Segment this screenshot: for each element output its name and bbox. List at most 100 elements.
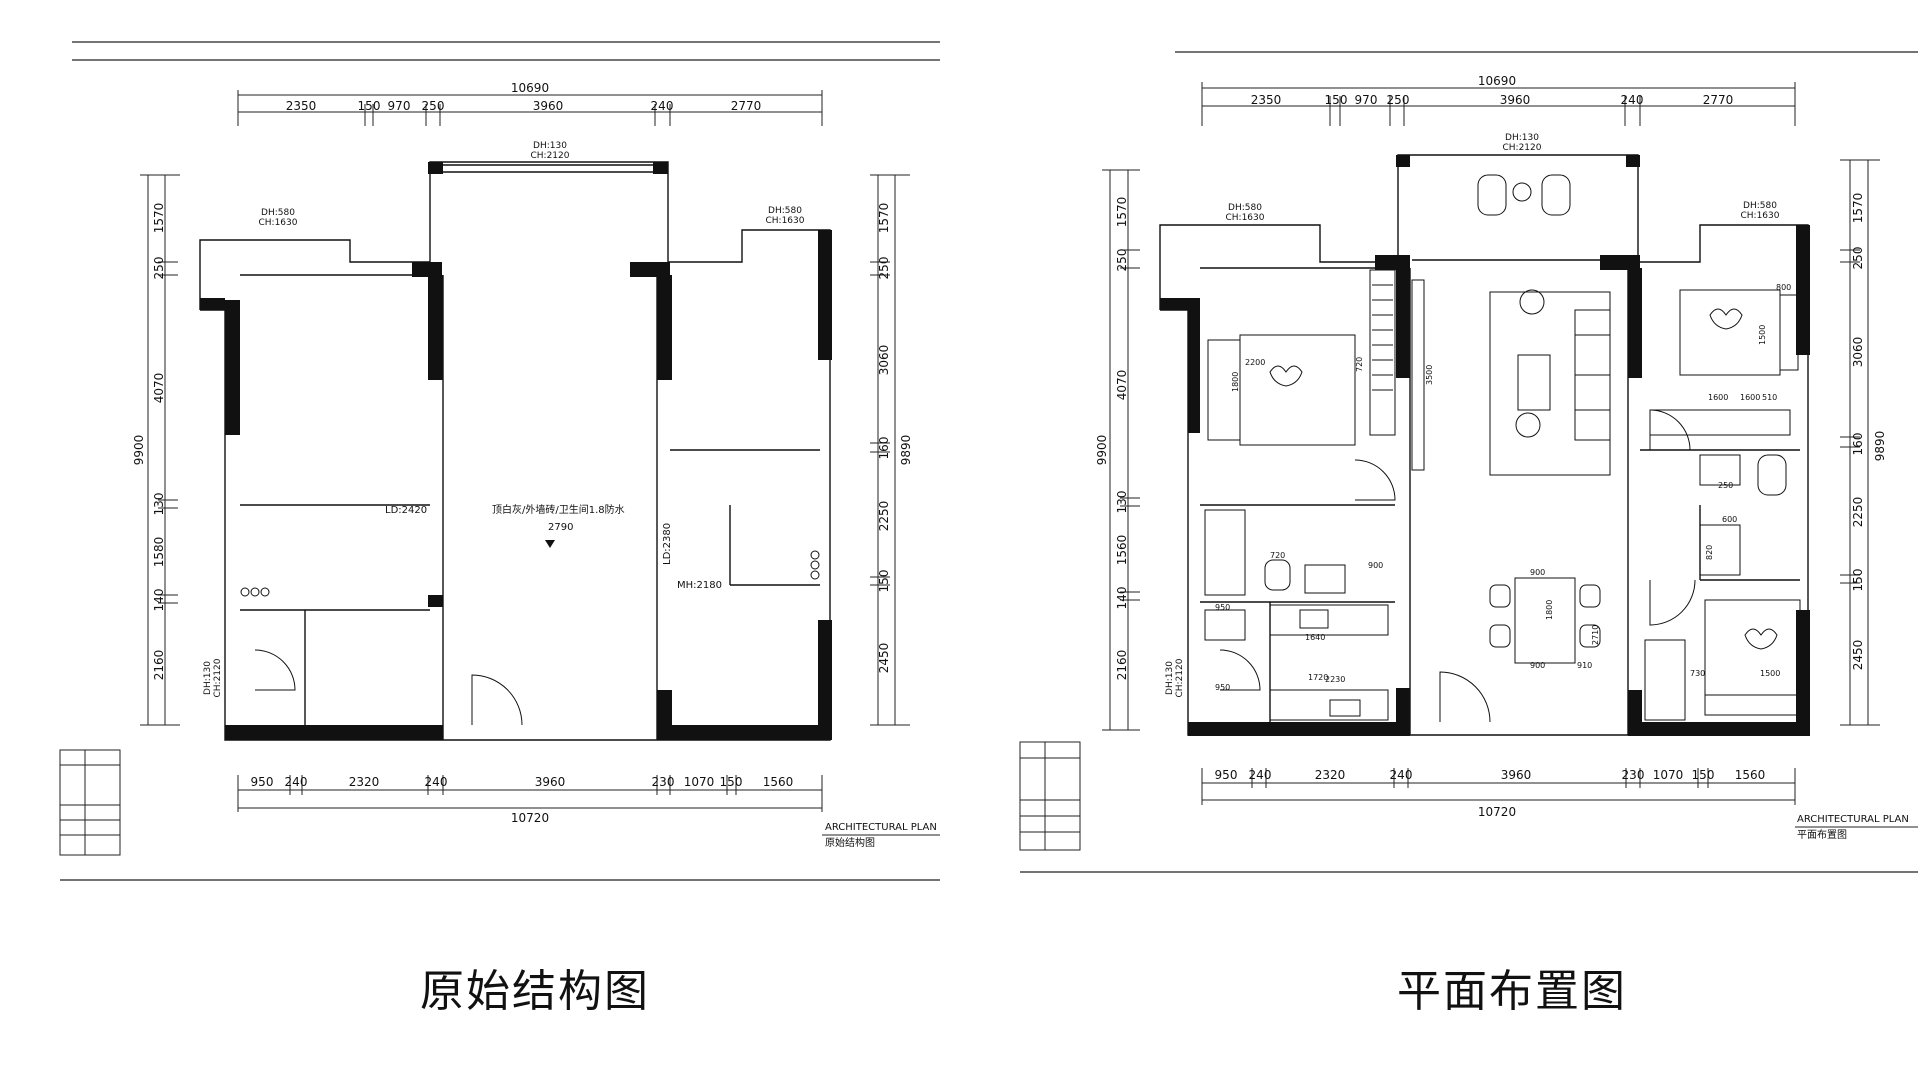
caption-original-structure: 原始结构图 (420, 966, 650, 1017)
note2-7: 910 (1577, 661, 1592, 670)
plan-title-en: ARCHITECTURAL PLAN (825, 822, 937, 833)
note2-5: 1800 (1545, 600, 1554, 620)
dim-top-0: 2350 (286, 99, 317, 113)
dim2-bottom-total: 10720 (1478, 805, 1516, 819)
caption-layout-plan: 平面布置图 (1397, 966, 1627, 1017)
note2-10: 1600 (1708, 393, 1728, 402)
dim-left-5: 140 (152, 589, 166, 612)
furniture (1204, 174, 1801, 721)
plan2-title-cn: 平面布置图 (1797, 829, 1847, 841)
dim-left-4: 1580 (152, 537, 166, 568)
dim-left-2: 4070 (152, 373, 166, 404)
window-dh-3: DH:130 (203, 661, 213, 695)
note-finish: 顶白灰/外墙砖/卫生间1.8防水 (492, 503, 625, 516)
plan2-title-en: ARCHITECTURAL PLAN (1797, 814, 1909, 825)
dim2-right-1: 250 (1851, 247, 1865, 270)
layout-plan: 10690 2350 150 970 250 3960 240 2770 990… (1019, 51, 1918, 873)
top-dimension-chain (237, 90, 823, 126)
dim2-right-3: 160 (1851, 433, 1865, 456)
dim2-bottom-7: 150 (1692, 768, 1715, 782)
dim-top-2: 970 (388, 99, 411, 113)
dim2-left-total: 9900 (1095, 435, 1109, 466)
window-dh-1: DH:580 (261, 208, 295, 218)
note2-6: 900 (1530, 661, 1545, 670)
window-dh-2: DH:580 (768, 206, 802, 216)
dim-right-0: 1570 (877, 203, 891, 234)
dim-right-5: 150 (877, 570, 891, 593)
dim-top-3: 250 (422, 99, 445, 113)
dim2-bottom-1: 240 (1249, 768, 1272, 782)
window2-ch-3: CH:2120 (1175, 658, 1185, 697)
dim2-bottom-4: 3960 (1501, 768, 1532, 782)
dim2-top-5: 240 (1621, 93, 1644, 107)
dim2-right-4: 2250 (1851, 497, 1865, 528)
dim-left-3: 130 (152, 493, 166, 516)
dim-top-total: 10690 (511, 81, 549, 95)
note2-21: 250 (1718, 481, 1733, 490)
doors (254, 649, 523, 726)
dim-bottom-5: 230 (652, 775, 675, 789)
note2-11: 1720 (1308, 673, 1328, 682)
note2-13: 1640 (1305, 633, 1325, 642)
dim2-right-5: 150 (1851, 569, 1865, 592)
dim2-right-2: 3060 (1851, 337, 1865, 368)
dim-bottom-3: 240 (425, 775, 448, 789)
dim-left-1: 250 (152, 257, 166, 280)
note2-14: 950 (1215, 603, 1230, 612)
dim-top-1: 150 (358, 99, 381, 113)
plan-title-cn: 原始结构图 (825, 836, 875, 849)
note-ld-2420: LD:2420 (385, 505, 427, 516)
window2-dh-1: DH:580 (1228, 203, 1262, 213)
note2-2: 720 (1355, 357, 1364, 372)
dim2-left-3: 130 (1115, 491, 1129, 514)
note2-24: 730 (1690, 669, 1705, 678)
dim2-top-1: 150 (1325, 93, 1348, 107)
dim-bottom-7: 150 (720, 775, 743, 789)
dim2-bottom-3: 240 (1390, 768, 1413, 782)
walls (199, 161, 831, 741)
note2-4: 900 (1530, 568, 1545, 577)
title-table-2 (1019, 741, 1081, 851)
note2-9: 1500 (1758, 325, 1767, 345)
wall-columns (200, 162, 832, 740)
window-dh-0: DH:130 (533, 141, 567, 151)
dim-top-4: 3960 (533, 99, 564, 113)
dim-right-2: 3060 (877, 345, 891, 376)
top-dimension-chain-2 (1201, 82, 1796, 126)
note2-16: 720 (1270, 551, 1285, 560)
wall-columns-2 (1160, 155, 1810, 736)
window-ch-2: CH:1630 (766, 216, 805, 226)
dim2-bottom-8: 1560 (1735, 768, 1766, 782)
note2-15: 950 (1215, 683, 1230, 692)
note2-18: 800 (1776, 283, 1791, 292)
dim-left-0: 1570 (152, 203, 166, 234)
window2-dh-2: DH:580 (1743, 201, 1777, 211)
dim-top-5: 240 (651, 99, 674, 113)
window-ch-1: CH:1630 (259, 218, 298, 228)
doors-2 (1219, 409, 1696, 723)
note2-3: 3500 (1425, 365, 1434, 385)
window2-ch-2: CH:1630 (1741, 211, 1780, 221)
right-dimension-chain (870, 174, 910, 726)
dim-bottom-4: 3960 (535, 775, 566, 789)
dim2-top-6: 2770 (1703, 93, 1734, 107)
note2-0: 2200 (1245, 358, 1265, 367)
original-structure-plan: 10690 2350 150 970 250 3960 240 2770 990… (59, 41, 940, 881)
note2-25: 1500 (1760, 669, 1780, 678)
dim-top-6: 2770 (731, 99, 762, 113)
window2-dh-3: DH:130 (1165, 661, 1175, 695)
bottom-dimension-chain-2 (1201, 768, 1796, 805)
dim2-left-5: 140 (1115, 587, 1129, 610)
right-dimension-chain-2 (1840, 159, 1880, 726)
dim-right-1: 250 (877, 257, 891, 280)
note2-12: 2230 (1325, 675, 1345, 684)
dim-bottom-8: 1560 (763, 775, 794, 789)
dim-bottom-6: 1070 (684, 775, 715, 789)
note-2790: 2790 (548, 522, 573, 533)
bottom-dimension-chain (237, 775, 823, 812)
dim-bottom-total: 10720 (511, 811, 549, 825)
dim-right-total: 9890 (899, 435, 913, 466)
dim-left-total: 9900 (132, 435, 146, 466)
note2-19: 510 (1762, 393, 1777, 402)
